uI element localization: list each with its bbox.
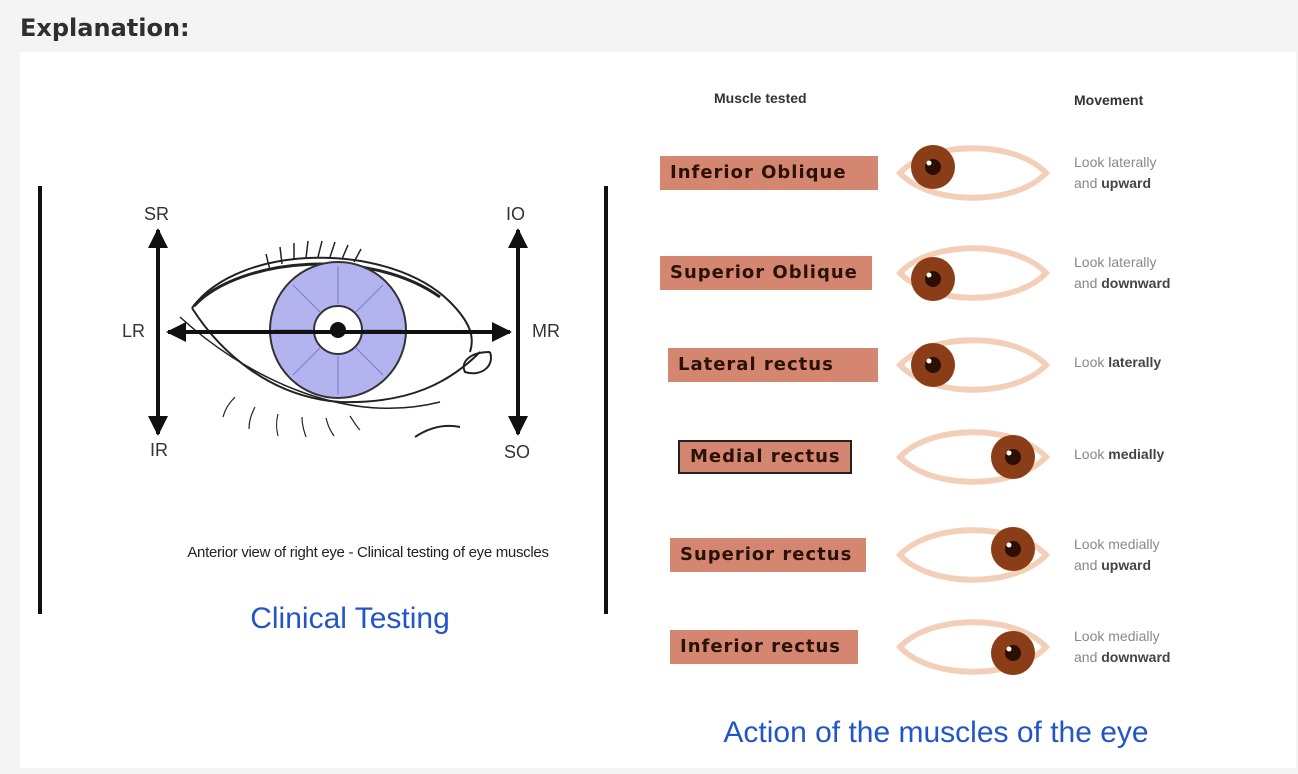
- eye-gaze-icon: [888, 422, 1058, 492]
- movement-line2: Look medially: [1074, 444, 1164, 465]
- muscle-label: Lateral rectus: [668, 348, 878, 382]
- muscle-label: Inferior Oblique: [660, 156, 878, 190]
- movement-line2: and upward: [1074, 173, 1157, 194]
- highlight: [927, 161, 932, 166]
- movement-direction: medially: [1108, 446, 1164, 462]
- label-mr: MR: [532, 321, 560, 341]
- movement-line2: and upward: [1074, 555, 1160, 576]
- column-header-movement: Movement: [1074, 92, 1143, 108]
- movement-line2: and downward: [1074, 273, 1170, 294]
- highlight: [927, 273, 932, 278]
- movement-line2: Look laterally: [1074, 352, 1161, 373]
- eye-gaze-icon: [888, 612, 1058, 682]
- eye-gaze-icon: [888, 138, 1058, 208]
- movement-direction: laterally: [1108, 354, 1161, 370]
- highlight: [1007, 543, 1012, 548]
- column-header-muscle: Muscle tested: [714, 90, 807, 106]
- action-title: Action of the muscles of the eye: [696, 716, 1176, 750]
- label-io: IO: [506, 204, 525, 224]
- eye-gaze-icon: [888, 330, 1058, 400]
- movement-line1: Look laterally: [1074, 252, 1170, 273]
- label-so: SO: [504, 442, 530, 462]
- highlight: [1007, 647, 1012, 652]
- movement-direction: upward: [1101, 175, 1151, 191]
- movement-line1: Look medially: [1074, 626, 1170, 647]
- movement-direction: downward: [1101, 275, 1170, 291]
- label-sr: SR: [144, 204, 169, 224]
- clinical-title: Clinical Testing: [170, 602, 530, 636]
- highlight: [927, 359, 932, 364]
- movement-text: Look medially: [1074, 444, 1164, 465]
- movement-line1: Look laterally: [1074, 152, 1157, 173]
- label-ir: IR: [150, 440, 168, 460]
- movement-direction: downward: [1101, 649, 1170, 665]
- highlight: [1007, 451, 1012, 456]
- clinical-testing-diagram: SR IO LR MR IR SO: [20, 52, 640, 652]
- explanation-heading: Explanation:: [20, 14, 190, 42]
- muscle-label: Inferior rectus: [670, 630, 858, 664]
- movement-line2: and downward: [1074, 647, 1170, 668]
- label-lr: LR: [122, 321, 145, 341]
- muscle-label: Superior Oblique: [660, 256, 872, 290]
- eye-gaze-icon: [888, 238, 1058, 308]
- explanation-panel: SR IO LR MR IR SO Anterior view of right…: [20, 52, 1296, 768]
- eye-gaze-icon: [888, 520, 1058, 590]
- movement-text: Look laterally: [1074, 352, 1161, 373]
- movement-line1: Look medially: [1074, 534, 1160, 555]
- muscle-label: Superior rectus: [670, 538, 866, 572]
- clinical-caption: Anterior view of right eye - Clinical te…: [108, 544, 628, 561]
- muscle-label: Medial rectus: [678, 440, 852, 474]
- movement-direction: upward: [1101, 557, 1151, 573]
